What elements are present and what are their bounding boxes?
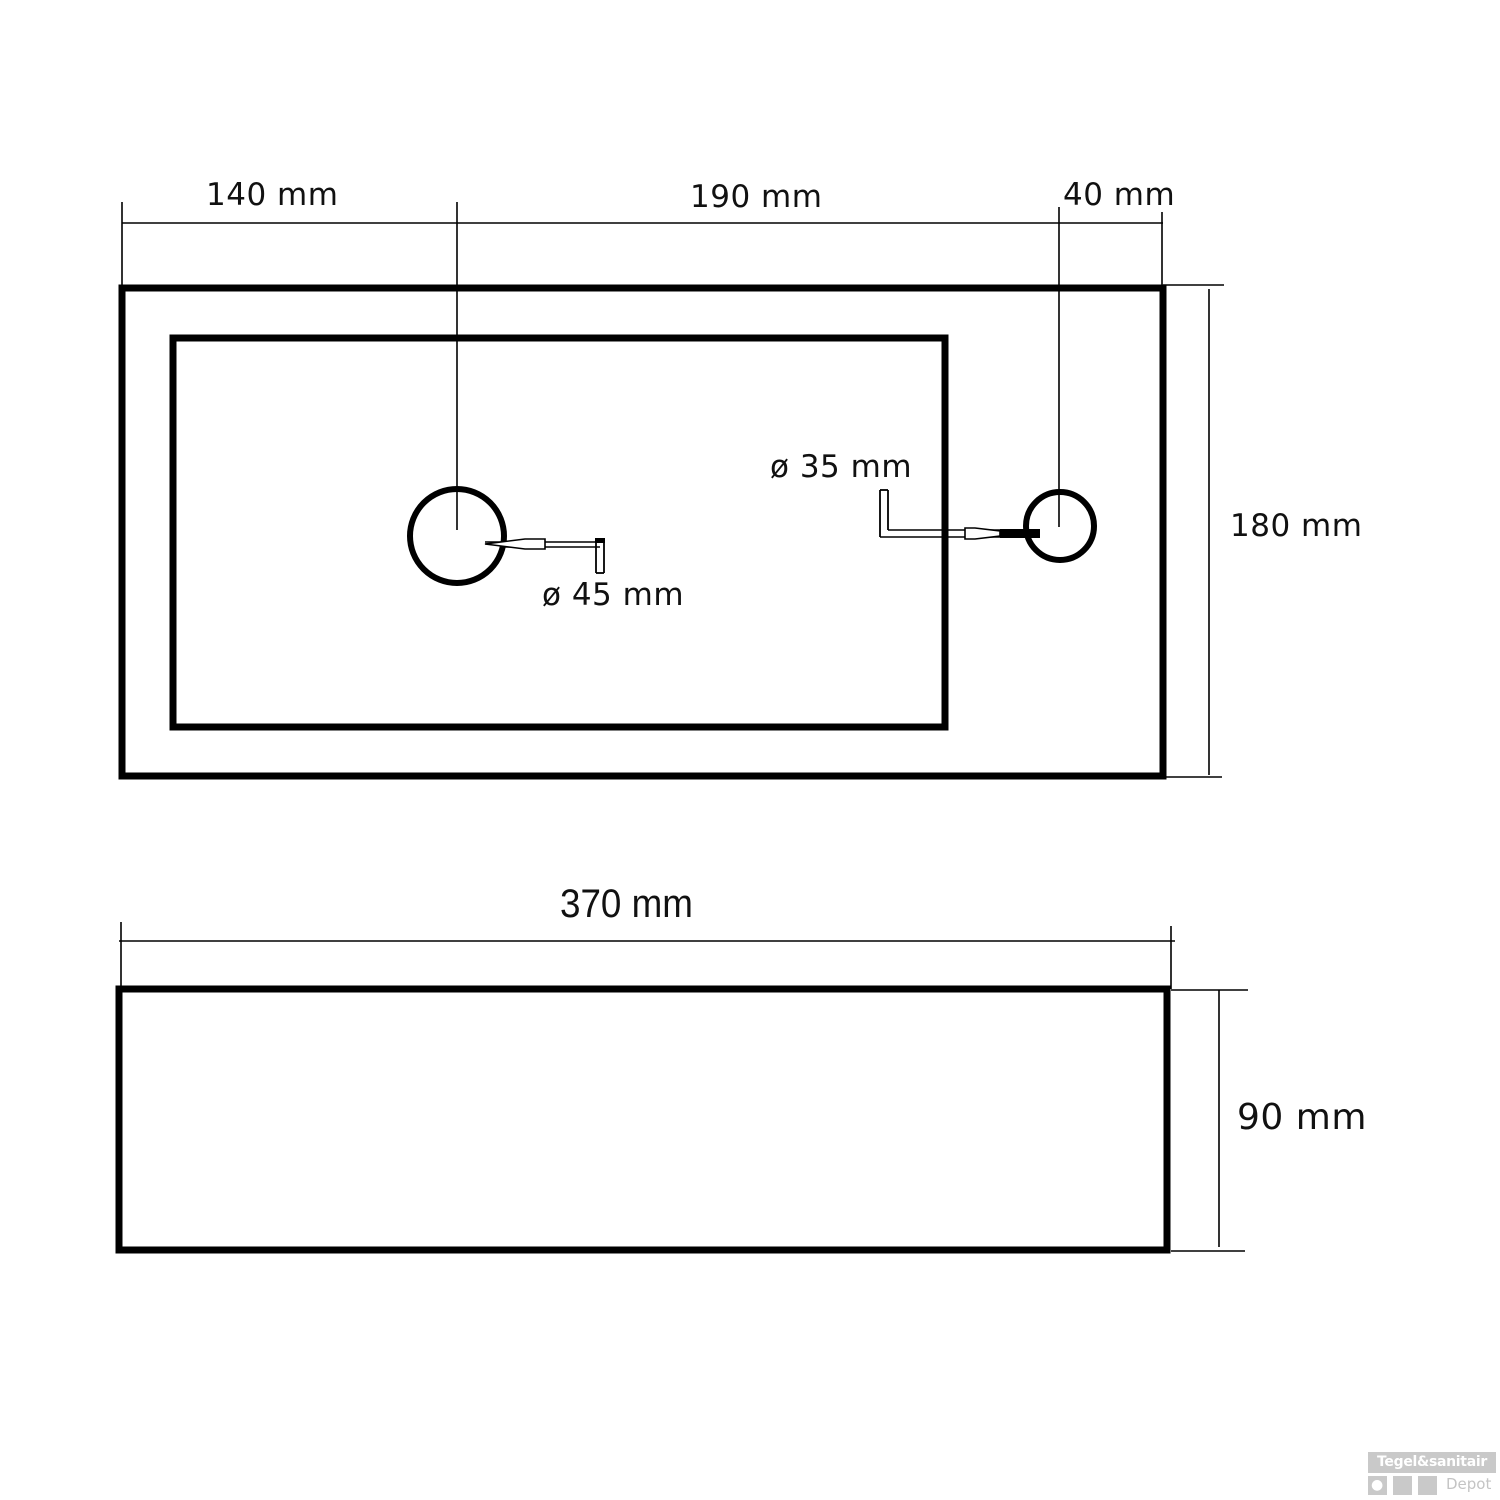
side-view-outline	[115, 985, 1171, 1254]
basin-outer-outline	[118, 284, 1167, 780]
watermark-tile	[1393, 1476, 1412, 1495]
watermark-tile	[1418, 1476, 1437, 1495]
label-center-span: 190 mm	[690, 179, 823, 215]
watermark-sub-line: Depot	[1446, 1475, 1492, 1493]
label-depth: 180 mm	[1230, 508, 1363, 544]
side-view	[115, 922, 1248, 1254]
label-height: 90 mm	[1237, 1097, 1367, 1138]
watermark-brand-line: Tegel&sanitair	[1368, 1452, 1496, 1473]
tap-leader-arrow	[879, 489, 1040, 540]
drain-leader-arrow	[484, 538, 605, 574]
label-tap-hole-diameter: ø 35 mm	[770, 449, 913, 485]
basin-inner-bowl	[169, 334, 949, 731]
label-left-offset: 140 mm	[206, 177, 339, 213]
label-right-offset: 40 mm	[1063, 177, 1176, 213]
tap-hole	[1023, 489, 1097, 563]
water-drop-icon: ●	[1371, 1477, 1384, 1493]
brand-watermark-logo: Tegel&sanitair ● Depot	[1368, 1452, 1496, 1496]
top-view	[118, 202, 1224, 780]
watermark-drop-tile: ●	[1368, 1476, 1387, 1495]
label-width: 370 mm	[560, 882, 693, 926]
label-drain-diameter: ø 45 mm	[542, 577, 685, 613]
drain-hole	[407, 486, 507, 586]
